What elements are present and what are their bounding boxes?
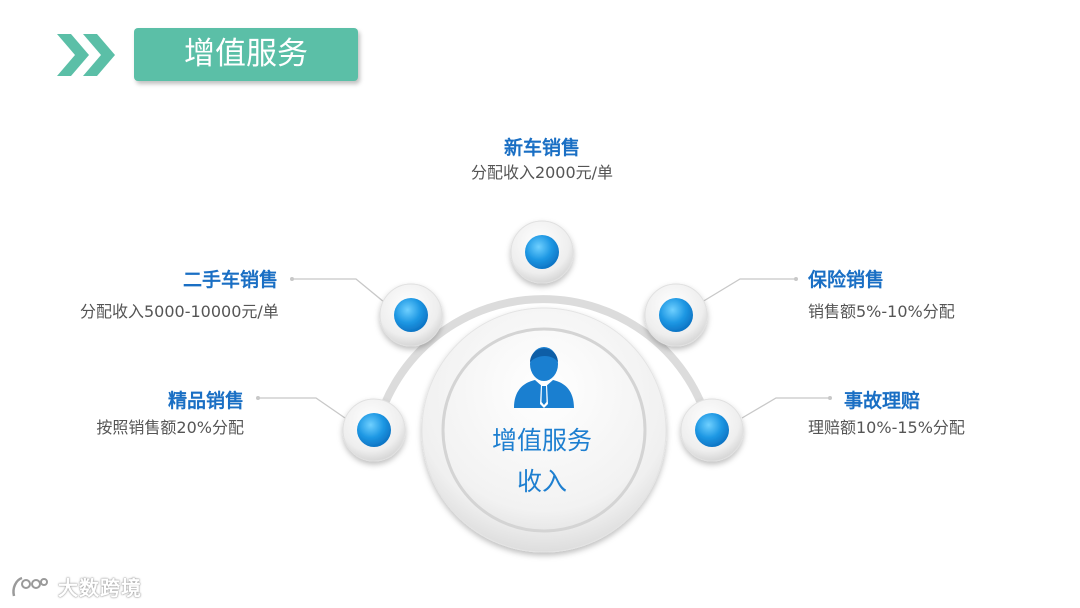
watermark: 大数跨境 bbox=[10, 572, 142, 600]
label-insurance-desc: 销售额5%-10%分配 bbox=[808, 302, 955, 321]
node-used-car bbox=[379, 283, 443, 347]
label-insurance: 保险销售 销售额5%-10%分配 bbox=[808, 268, 1008, 323]
label-boutique: 精品销售 按照销售额20%分配 bbox=[70, 389, 244, 439]
node-boutique bbox=[342, 398, 406, 462]
label-new-car-desc: 分配收入2000元/单 bbox=[470, 163, 614, 182]
connector-boutique bbox=[258, 397, 346, 419]
label-boutique-desc: 按照销售额20%分配 bbox=[96, 418, 244, 437]
center-label-line1: 增值服务 bbox=[491, 426, 592, 455]
center-label: 增值服务 收入 bbox=[458, 420, 626, 502]
label-claims-desc: 理赔额10%-15%分配 bbox=[808, 418, 965, 437]
center-label-line2: 收入 bbox=[516, 467, 567, 496]
label-used-car: 二手车销售 分配收入5000-10000元/单 bbox=[80, 268, 279, 323]
connector-claims bbox=[741, 397, 830, 419]
label-insurance-title: 保险销售 bbox=[808, 269, 885, 291]
connector-lines bbox=[256, 277, 832, 419]
connector-used-car bbox=[292, 278, 385, 303]
node-insurance bbox=[644, 283, 708, 347]
label-new-car: 新车销售 分配收入2000元/单 bbox=[442, 136, 642, 184]
person-icon bbox=[514, 347, 574, 408]
label-boutique-title: 精品销售 bbox=[167, 390, 244, 412]
watermark-logo-icon bbox=[12, 576, 48, 596]
node-claims bbox=[680, 398, 744, 462]
label-used-car-desc: 分配收入5000-10000元/单 bbox=[80, 302, 279, 321]
outer-arc bbox=[372, 295, 714, 434]
connector-insurance bbox=[701, 278, 796, 303]
watermark-text: 大数跨境 bbox=[57, 576, 142, 600]
chevron-right-icon bbox=[57, 34, 115, 76]
label-used-car-title: 二手车销售 bbox=[182, 269, 278, 291]
label-new-car-title: 新车销售 bbox=[503, 137, 580, 159]
slide-title: 增值服务 bbox=[134, 28, 358, 81]
node-new-car bbox=[510, 220, 574, 284]
label-claims-title: 事故理赔 bbox=[844, 390, 921, 412]
label-claims: 事故理赔 理赔额10%-15%分配 bbox=[808, 389, 1008, 439]
